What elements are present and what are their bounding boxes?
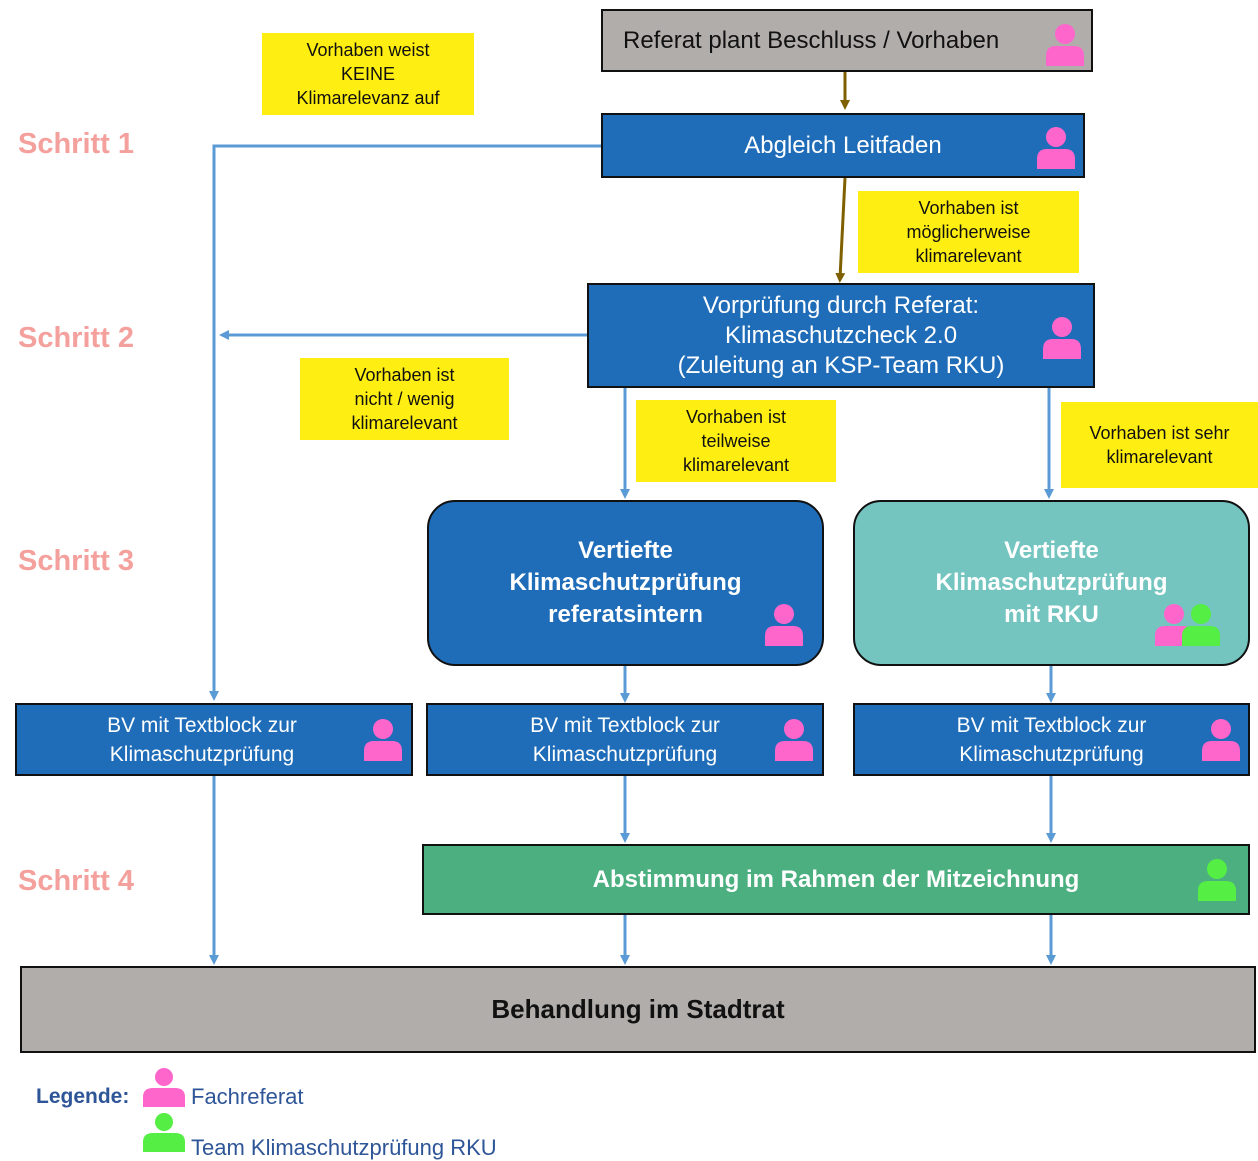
node-bv-right: BV mit Textblock zur Klimaschutzprüfung <box>853 703 1250 776</box>
arrow-abgleich-to-vorpruefung <box>835 177 847 283</box>
note-wenig-klimarelevant: Vorhaben ist nicht / wenig klimarelevant <box>300 358 509 440</box>
note-wenig-text: Vorhaben ist nicht / wenig klimarelevant <box>351 365 458 433</box>
node-vertiefte-rku-label: Vertiefte Klimaschutzprüfung mit RKU <box>935 537 1168 628</box>
node-vertiefte-rku: Vertiefte Klimaschutzprüfung mit RKU <box>853 500 1250 666</box>
node-bv-left-label: BV mit Textblock zur Klimaschutzprüfung <box>107 713 297 766</box>
node-bv-left: BV mit Textblock zur Klimaschutzprüfung <box>15 703 413 776</box>
node-stadtrat-label: Behandlung im Stadtrat <box>491 994 785 1024</box>
node-vertiefte-intern: Vertiefte Klimaschutzprüfung referatsint… <box>427 500 824 666</box>
node-vorpruefung-label: Vorprüfung durch Referat: Klimaschutzche… <box>677 291 1005 379</box>
node-abgleich: Abgleich Leitfaden <box>601 113 1085 178</box>
fachreferat-person-icon <box>765 604 803 646</box>
team-rku-person-icon <box>1182 604 1220 646</box>
legend-team-rku-label: Team Klimaschutzprüfung RKU <box>191 1135 497 1160</box>
step-1-label: Schritt 1 <box>18 128 135 160</box>
note-keine-text: Vorhaben weist KEINE Klimarelevanz auf <box>296 40 440 108</box>
node-vertiefte-intern-label: Vertiefte Klimaschutzprüfung referatsint… <box>509 537 742 628</box>
note-moeglich-text: Vorhaben ist möglicherweise klimarelevan… <box>906 198 1031 266</box>
fachreferat-person-icon <box>1202 719 1240 761</box>
node-abstimmung-label: Abstimmung im Rahmen der Mitzeichnung <box>592 865 1080 893</box>
legend-fachreferat-icon <box>143 1068 185 1107</box>
fachreferat-person-icon <box>364 719 402 761</box>
step-2-label: Schritt 2 <box>18 322 135 354</box>
node-start-label: Referat plant Beschluss / Vorhaben <box>623 26 1000 54</box>
legend-title: Legende: <box>36 1085 130 1108</box>
note-sehr-text: Vorhaben ist sehr klimarelevant <box>1089 423 1230 467</box>
note-moeglich-klimarelevant: Vorhaben ist möglicherweise klimarelevan… <box>858 191 1079 273</box>
note-teilweise-klimarelevant: Vorhaben ist teilweise klimarelevant <box>636 400 836 482</box>
node-bv-mid-label: BV mit Textblock zur Klimaschutzprüfung <box>530 713 720 766</box>
line-abgleich-left <box>209 144 602 701</box>
step-4-label: Schritt 4 <box>18 865 135 897</box>
step-3-label: Schritt 3 <box>18 545 135 577</box>
node-bv-mid: BV mit Textblock zur Klimaschutzprüfung <box>426 703 824 776</box>
note-teilweise-text: Vorhaben ist teilweise klimarelevant <box>682 407 790 475</box>
node-stadtrat: Behandlung im Stadtrat <box>20 966 1256 1053</box>
node-abgleich-label: Abgleich Leitfaden <box>744 131 942 159</box>
fachreferat-person-icon <box>1046 24 1084 66</box>
fachreferat-person-icon <box>1037 127 1075 169</box>
note-sehr-klimarelevant: Vorhaben ist sehr klimarelevant <box>1061 402 1258 488</box>
fachreferat-person-icon <box>1043 317 1081 359</box>
node-bv-right-label: BV mit Textblock zur Klimaschutzprüfung <box>956 713 1147 766</box>
legend-team-rku-icon <box>143 1113 185 1152</box>
node-start: Referat plant Beschluss / Vorhaben <box>601 9 1093 72</box>
node-vorpruefung: Vorprüfung durch Referat: Klimaschutzche… <box>587 283 1095 388</box>
node-abstimmung: Abstimmung im Rahmen der Mitzeichnung <box>422 844 1250 915</box>
legend-fachreferat-label: Fachreferat <box>191 1084 304 1109</box>
team-rku-person-icon <box>1198 859 1236 901</box>
fachreferat-person-icon <box>775 719 813 761</box>
note-keine-klimarelevanz: Vorhaben weist KEINE Klimarelevanz auf <box>262 33 474 115</box>
